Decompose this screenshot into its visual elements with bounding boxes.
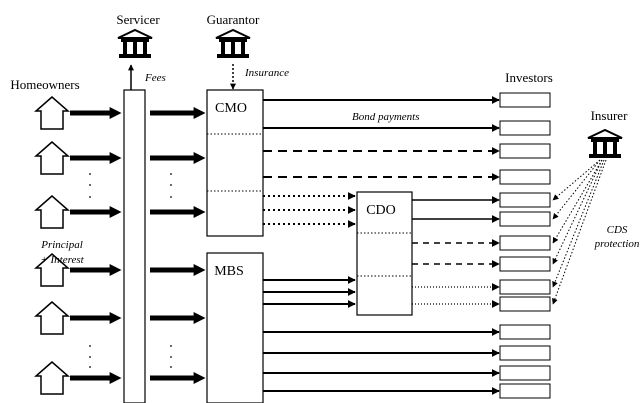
house-icon [35,141,69,175]
cdo-box [356,191,413,316]
insurer-bank-icon [587,129,623,159]
house-icon [35,96,69,130]
mbs-to-cdo-arrows [263,276,356,308]
insurance-label: Insurance [244,67,289,79]
investor-box [499,383,551,399]
protection-label: protection [594,238,640,250]
investor-boxes [499,92,551,399]
cmo-bond-payment-arrows [263,96,500,132]
guarantor-bank-icon [215,29,251,59]
plus-interest-label: + Interest [40,254,84,266]
insurer-label: Insurer [591,108,628,123]
cdo-equity-arrows [412,283,500,308]
investor-box [499,345,551,361]
homeowner-payment-arrows [70,107,122,384]
servicer-label: Servicer [116,12,160,27]
cmo-mezzanine-arrows [263,147,500,181]
investor-box [499,211,551,227]
guarantor-label: Guarantor [207,12,260,27]
homeowners-label: Homeowners [10,77,79,92]
servicer-ellipsis [170,173,172,368]
cds-label: CDS [607,224,628,236]
servicer-bank-icon [117,29,153,59]
cmo-box [206,89,264,237]
investor-box [499,279,551,295]
investor-box [499,296,551,312]
cdo-senior-arrows [412,196,500,223]
house-icon [35,301,69,335]
investor-box [499,324,551,340]
mbs-to-investor-arrows [263,328,500,395]
cdo-label: CDO [366,203,396,218]
investor-box [499,235,551,251]
house-ellipsis [89,173,91,368]
mbs-box [206,252,264,403]
investor-box [499,143,551,159]
investor-box [499,169,551,185]
investors-label: Investors [505,70,553,85]
house-icon [35,361,69,395]
cmo-to-cdo-arrows [263,192,356,228]
investor-box [499,120,551,136]
cds-protection-arrows [552,159,607,305]
bond-payments-label: Bond payments [352,111,420,123]
investor-box [499,365,551,381]
principal-label: Principal [40,239,83,251]
cdo-mezzanine-arrows [412,239,500,268]
servicer-bar [123,89,146,403]
servicer-to-pool-arrows [150,107,206,384]
cmo-label: CMO [215,101,247,116]
mbs-label: MBS [214,264,244,279]
house-icon [35,195,69,229]
fees-label: Fees [144,72,166,84]
investor-box [499,256,551,272]
investor-box [499,92,551,108]
investor-box [499,192,551,208]
